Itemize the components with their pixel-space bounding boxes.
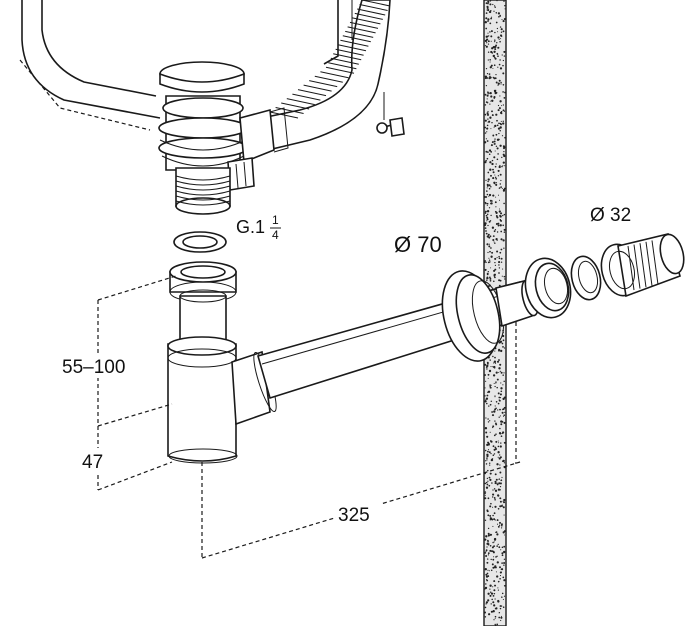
wall-connector-parts [524,233,685,319]
pipe-diameter-label: Ø 32 [590,205,631,226]
thread-size-label: G.1 1 4 [236,213,281,242]
overflow-hose [261,0,405,151]
pipe-diameter-text: Ø 32 [590,205,631,226]
height-range-text: 55–100 [62,357,125,378]
thread-fraction-denominator: 4 [272,228,279,242]
outlet-pipe [257,270,539,400]
dimension-lines [97,275,521,559]
wall-diameter-text: Ø 70 [394,232,442,257]
thread-size-prefix: G.1 [236,217,265,237]
height-range-label: 55–100 [60,354,134,378]
outlet-length-text: 325 [338,505,370,526]
thread-fraction-numerator: 1 [272,213,279,227]
seal-washer [173,231,227,253]
popup-drain-valve [158,61,289,215]
wall-diameter-label: Ø 70 [394,232,442,257]
washbasin-outline [19,0,353,131]
bottle-trap [167,261,277,464]
outlet-length-label: 325 [336,502,382,526]
trap-depth-label: 47 [80,448,114,473]
trap-depth-text: 47 [82,452,103,473]
